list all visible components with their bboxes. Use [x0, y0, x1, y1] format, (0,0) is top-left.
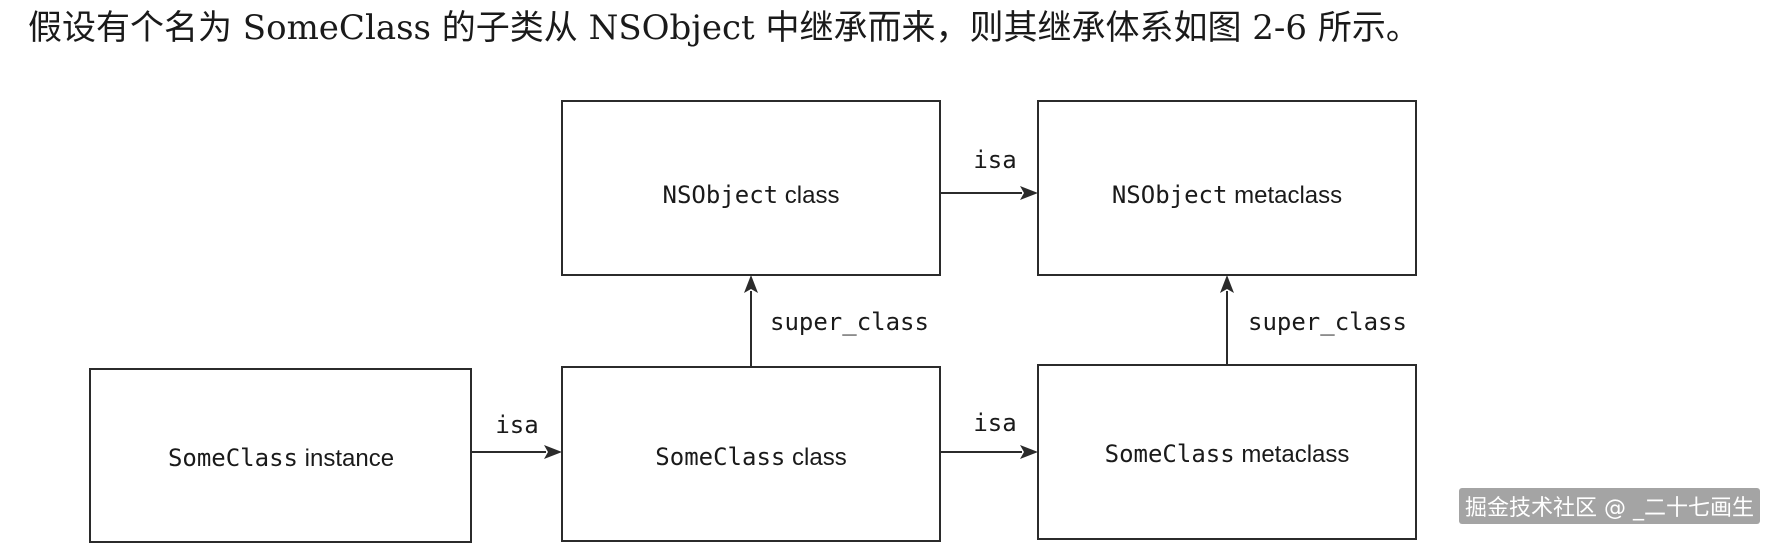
- someclass-class-box: [561, 366, 941, 542]
- caption-heading: 假设有个名为 SomeClass 的子类从 NSObject 中继承而来，则其继…: [28, 8, 1420, 48]
- someclass-instance-box: [89, 368, 472, 543]
- nsobject-class-box: [561, 100, 941, 276]
- someclass-instance-label: SomeClass instance: [168, 444, 394, 472]
- someclass-class-label: SomeClass class: [655, 443, 846, 471]
- someclass-metaclass-label: SomeClass metaclass: [1105, 440, 1350, 468]
- metaclass-super-arrowhead: [1220, 275, 1234, 293]
- nsobject-metaclass-label: NSObject metaclass: [1112, 181, 1342, 209]
- class-super-arrowhead: [744, 275, 758, 293]
- class-isa-label: isa: [973, 409, 1016, 437]
- class-super-label: super_class: [770, 308, 929, 336]
- nsobject-isa-arrowhead: [1020, 186, 1038, 200]
- nsobject-isa-label: isa: [973, 146, 1016, 174]
- class-isa-arrowhead: [1020, 445, 1038, 459]
- someclass-metaclass-box: [1037, 364, 1417, 540]
- metaclass-super-label: super_class: [1248, 308, 1407, 336]
- nsobject-class-label: NSObject class: [663, 181, 840, 209]
- nsobject-metaclass-box: [1037, 100, 1417, 276]
- watermark-text: 掘金技术社区 @ _二十七画生: [1459, 488, 1760, 524]
- instance-isa-arrowhead: [544, 445, 562, 459]
- instance-isa-label: isa: [495, 411, 538, 439]
